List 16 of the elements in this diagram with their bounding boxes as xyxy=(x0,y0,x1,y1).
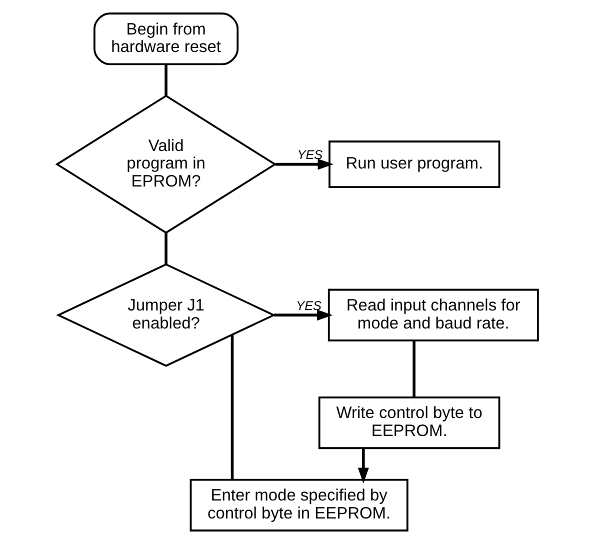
node-box: Begin from hardware reset xyxy=(94,12,239,66)
node-diamond: Jumper J1 enabled? xyxy=(56,263,276,367)
arrow xyxy=(275,158,334,170)
node-box: Write control byte to EEPROM. xyxy=(318,396,500,450)
edge-label: YES xyxy=(296,299,322,314)
connector xyxy=(230,334,234,480)
arrow xyxy=(358,448,369,484)
node-box: Read input channels for mode and baud rate. xyxy=(328,288,539,342)
arrow xyxy=(274,310,333,321)
node-diamond: Valid program in EPROM? xyxy=(55,94,277,234)
node-box: Enter mode specified by control byte in EEPROM. xyxy=(190,478,408,532)
edge-label: YES xyxy=(297,148,323,162)
connector xyxy=(412,340,416,398)
node-box: Run user program. xyxy=(328,140,500,188)
connector xyxy=(164,233,168,264)
connector xyxy=(164,64,168,96)
